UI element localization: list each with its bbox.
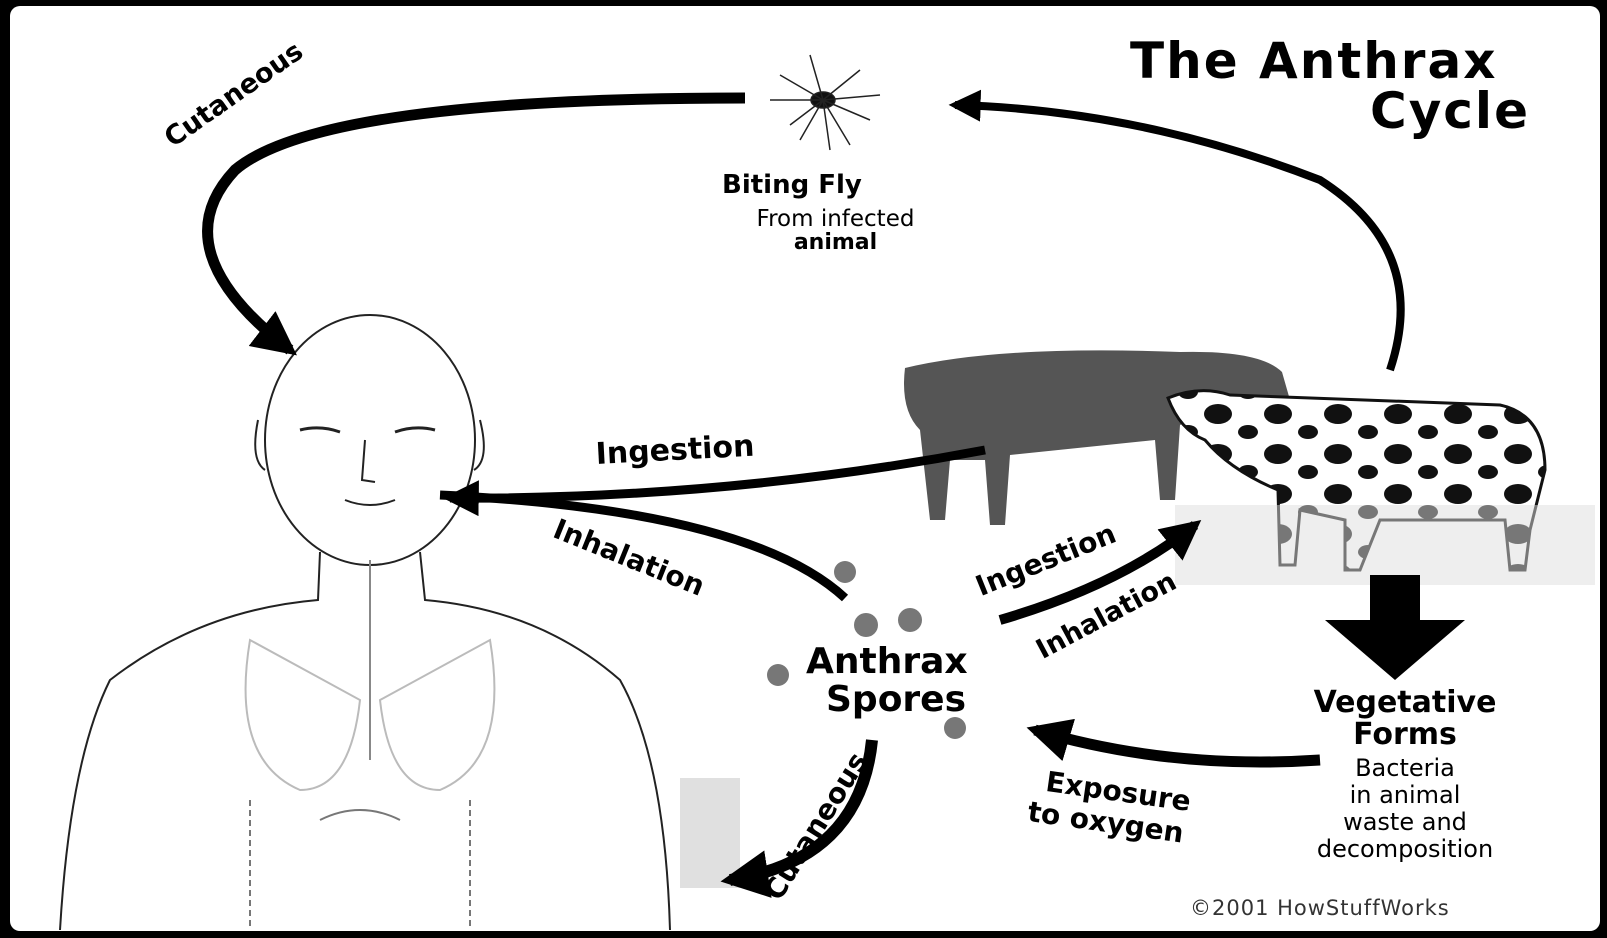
vegetative-desc-line2: in animal <box>1275 783 1535 807</box>
diagram-title-line1: The Anthrax <box>1130 36 1497 86</box>
biting-fly-icon <box>770 55 880 150</box>
fly-label: Biting Fly <box>722 172 862 198</box>
vegetative-title-line1: Vegetative <box>1285 688 1525 718</box>
human-figure <box>60 315 740 930</box>
label-ingestion-human: Ingestion <box>595 432 755 470</box>
vegetative-desc-line3: waste and <box>1275 810 1535 834</box>
vegetative-title-line2: Forms <box>1285 720 1525 750</box>
cattle-illustration <box>904 350 1595 585</box>
copyright-notice: ©2001 HowStuffWorks <box>1190 898 1450 919</box>
vegetative-desc-line1: Bacteria <box>1275 756 1535 780</box>
vegetative-desc-line4: decomposition <box>1275 837 1535 861</box>
arrow-fly-to-human <box>208 98 745 350</box>
arrow-cattle-to-vegetative <box>1325 575 1465 680</box>
arrow-cattle-to-fly <box>955 105 1401 370</box>
diagram-title-line2: Cycle <box>1370 86 1530 136</box>
fly-desc-line1: From infected <box>708 208 963 231</box>
spores-label-line1: Anthrax <box>806 644 968 680</box>
fly-desc-line2: animal <box>708 232 963 254</box>
spores-label-line2: Spores <box>826 682 966 718</box>
